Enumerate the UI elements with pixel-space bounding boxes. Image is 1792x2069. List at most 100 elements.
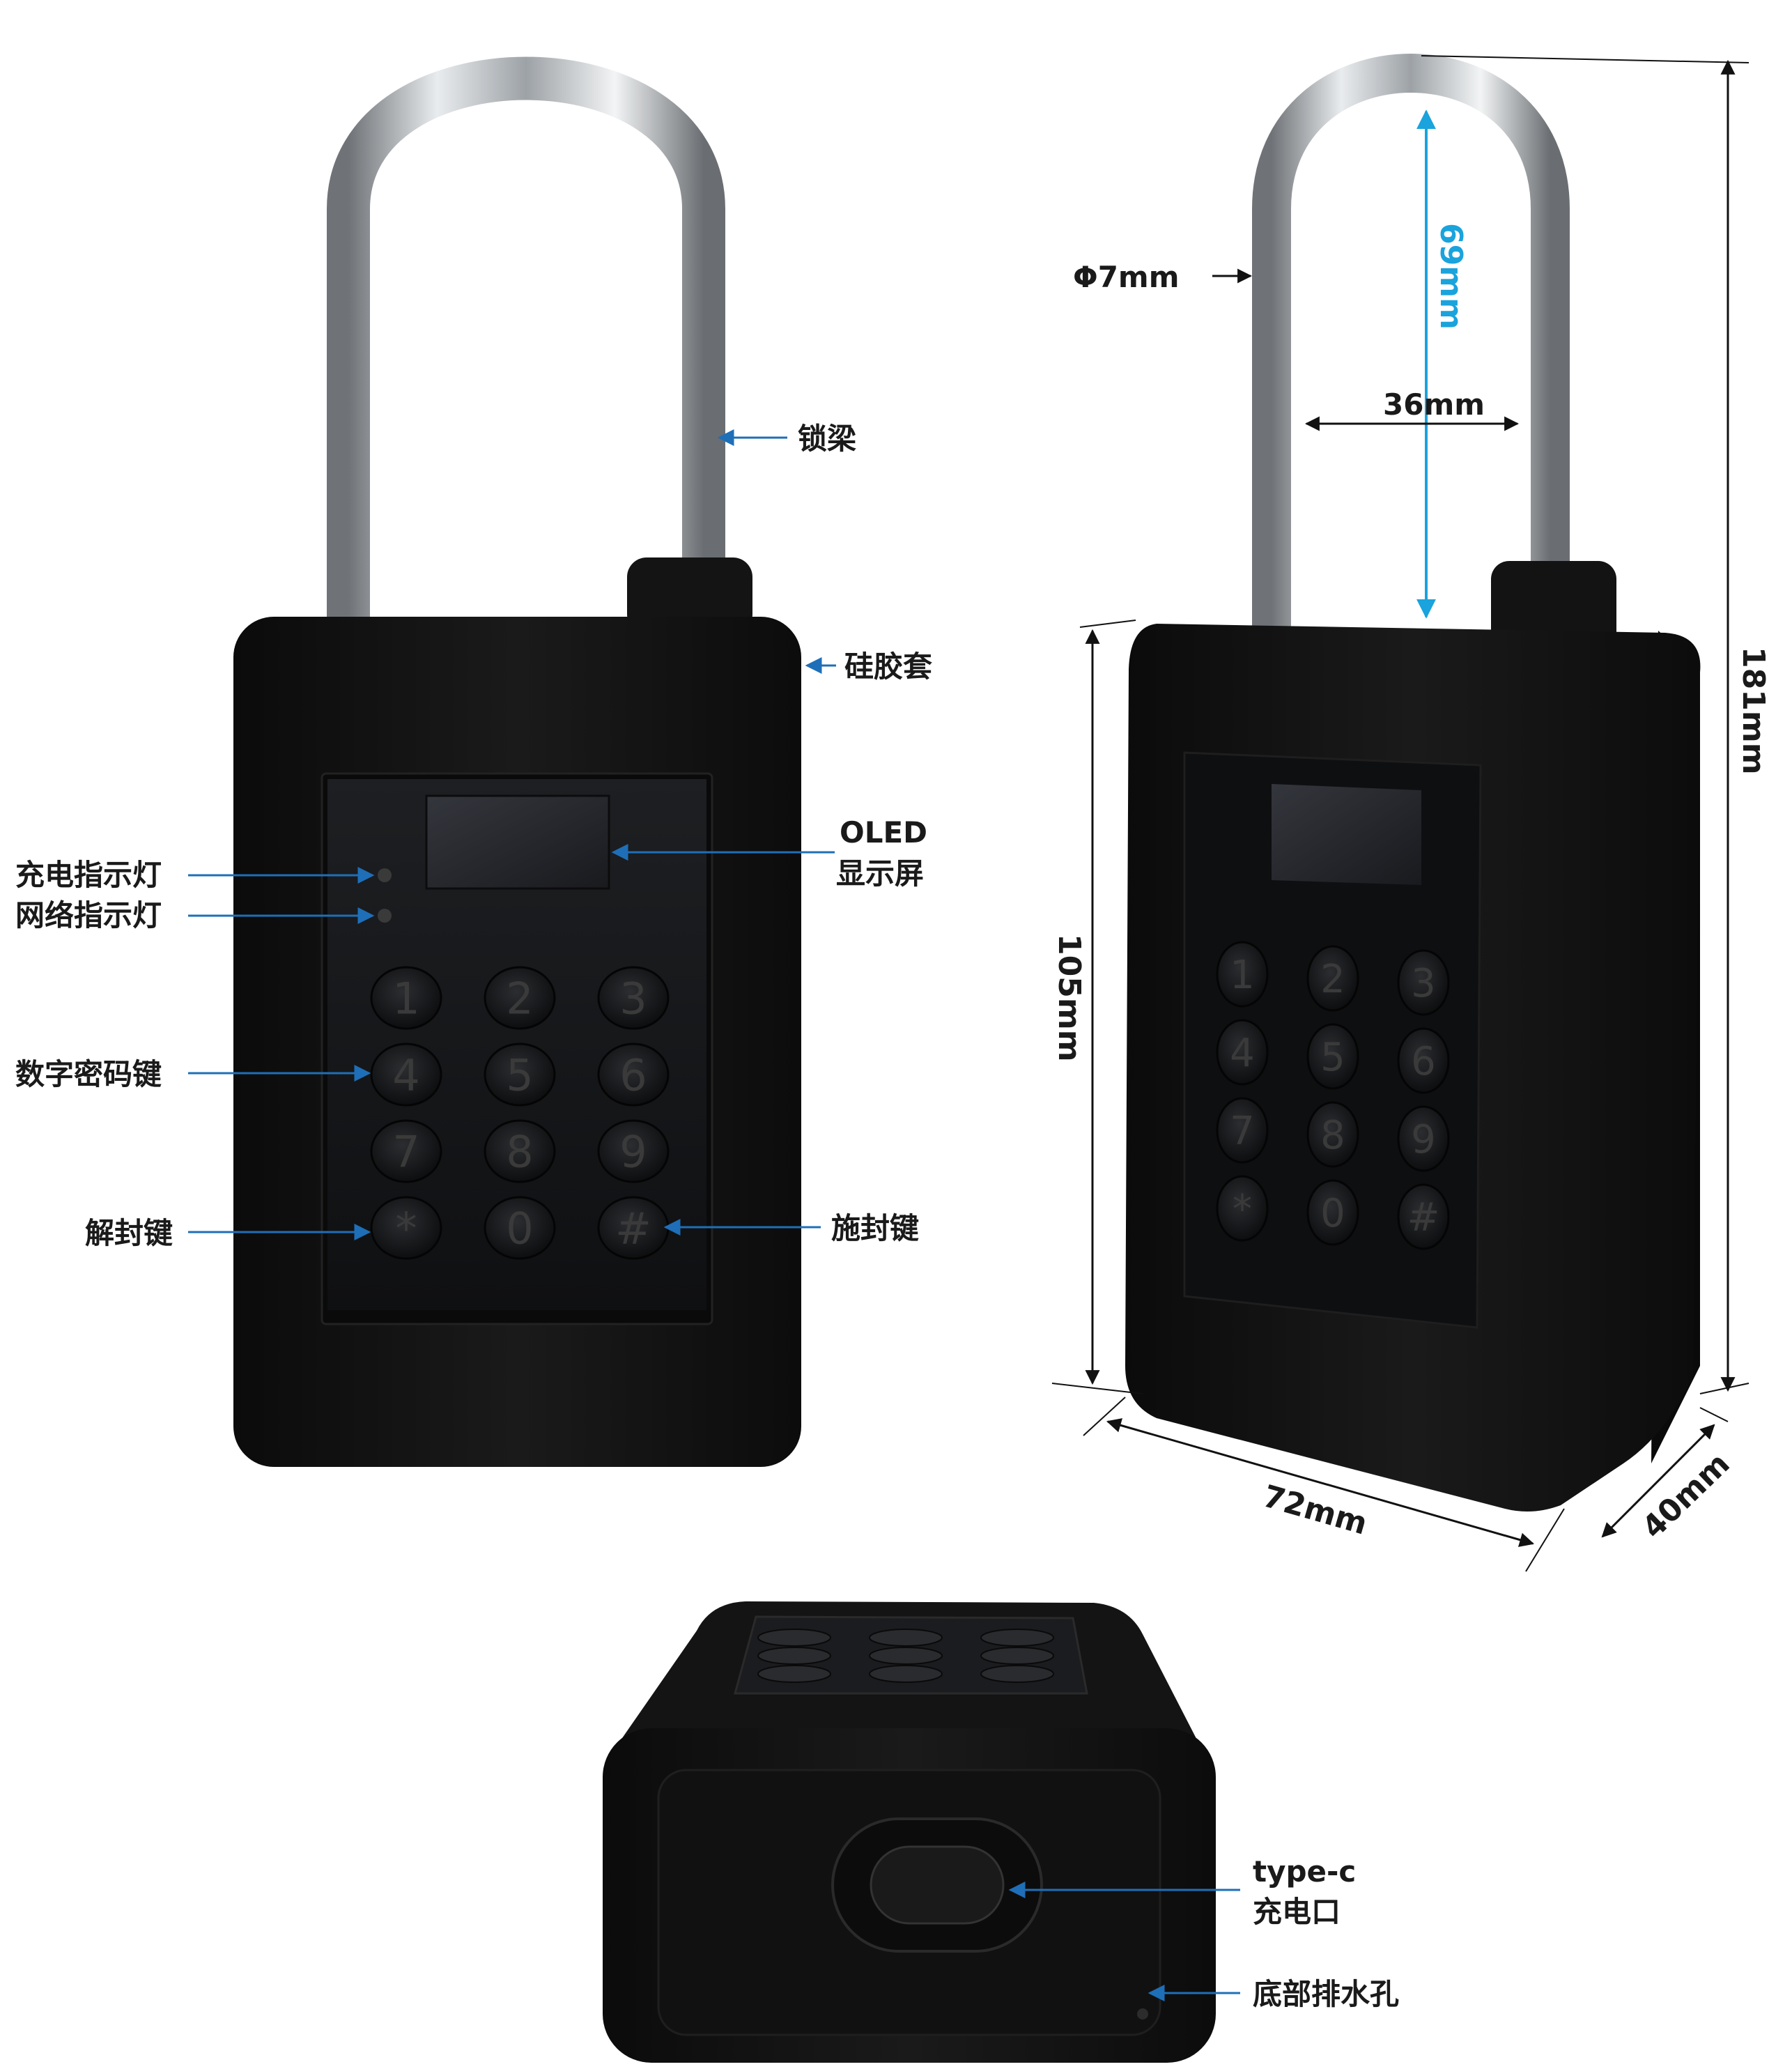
front-key-cap[interactable] (597, 1043, 670, 1107)
dim-shackle-width: 36mm (1383, 387, 1485, 422)
front-key-label: 2 (506, 973, 533, 1024)
side-shackle-collar (1491, 561, 1616, 652)
side-key-label: 3 (1411, 961, 1436, 1006)
side-key-cap[interactable] (1216, 1097, 1269, 1164)
bottom-key-row (980, 1665, 1054, 1683)
front-key-cap[interactable] (484, 1043, 556, 1107)
side-key-cap[interactable] (1306, 1179, 1359, 1246)
side-key-2[interactable]: 2 (1306, 945, 1359, 1012)
side-key-1[interactable]: 1 (1216, 941, 1269, 1008)
side-key-cap[interactable] (1397, 1183, 1450, 1250)
front-key-cap[interactable] (370, 966, 442, 1030)
side-key-label: # (1407, 1195, 1440, 1240)
side-key-label: * (1233, 1187, 1252, 1232)
front-key-7[interactable]: 7 (370, 1119, 442, 1183)
bottom-key-row (869, 1629, 943, 1647)
bottom-key-row (757, 1629, 831, 1647)
label-typec-line1: type-c (1253, 1854, 1356, 1889)
side-key-cap[interactable] (1216, 1175, 1269, 1242)
front-key-2[interactable]: 2 (484, 966, 556, 1030)
front-key-1[interactable]: 1 (370, 966, 442, 1030)
side-key-cap[interactable] (1397, 949, 1450, 1016)
front-key-8[interactable]: 8 (484, 1119, 556, 1183)
bottom-key-row (757, 1647, 831, 1665)
front-key-cap[interactable] (484, 1119, 556, 1183)
side-key-cap[interactable] (1306, 1023, 1359, 1090)
front-key-label: * (396, 1203, 417, 1254)
front-key-3[interactable]: 3 (597, 966, 670, 1030)
front-key-0[interactable]: 0 (484, 1196, 556, 1260)
label-keypad: 数字密码键 (15, 1057, 162, 1091)
side-key-cap[interactable] (1397, 1105, 1450, 1172)
label-seal-key: 施封键 (831, 1211, 919, 1245)
dim-shackle-diameter: Φ7mm (1073, 260, 1179, 294)
side-key-hash[interactable]: # (1397, 1183, 1450, 1250)
bottom-key-row (869, 1647, 943, 1665)
dim-body-height: 105mm (1051, 934, 1087, 1062)
dim-body-width: 72mm (1259, 1479, 1371, 1542)
side-key-label: 4 (1230, 1031, 1255, 1076)
side-key-5[interactable]: 5 (1306, 1023, 1359, 1090)
label-unseal-key: 解封键 (85, 1216, 173, 1250)
front-key-label: 6 (619, 1049, 647, 1100)
side-key-cap[interactable] (1216, 941, 1269, 1008)
front-charge-led (378, 868, 392, 882)
bottom-key-row (869, 1665, 943, 1683)
side-key-3[interactable]: 3 (1397, 949, 1450, 1016)
front-key-cap[interactable] (370, 1043, 442, 1107)
bottom-callouts: type-c 充电口 底部排水孔 (1008, 1854, 1399, 2011)
front-shackle-collar (627, 557, 752, 634)
dim-total-height: 181mm (1736, 647, 1771, 775)
front-key-cap[interactable] (597, 966, 670, 1030)
front-key-label: 0 (506, 1203, 533, 1254)
front-key-5[interactable]: 5 (484, 1043, 556, 1107)
front-key-hash[interactable]: # (597, 1196, 670, 1260)
side-shackle (1252, 54, 1570, 627)
side-lock: 1 2 3 4 5 6 7 8 9 * 0 # (1125, 54, 1701, 1512)
side-key-7[interactable]: 7 (1216, 1097, 1269, 1164)
typec-port (870, 1845, 1005, 1925)
front-key-6[interactable]: 6 (597, 1043, 670, 1107)
side-key-8[interactable]: 8 (1306, 1101, 1359, 1168)
label-oled-line2: 显示屏 (836, 856, 924, 891)
side-key-label: 7 (1230, 1109, 1255, 1154)
front-key-cap[interactable] (484, 966, 556, 1030)
front-key-cap[interactable] (484, 1196, 556, 1260)
label-charge-indicator: 充电指示灯 (15, 858, 162, 892)
side-key-label: 2 (1320, 957, 1345, 1002)
side-key-label: 1 (1230, 953, 1255, 998)
bottom-key-row (980, 1647, 1054, 1665)
side-key-label: 0 (1320, 1191, 1345, 1236)
side-key-cap[interactable] (1306, 945, 1359, 1012)
side-key-cap[interactable] (1306, 1101, 1359, 1168)
front-key-label: 1 (392, 973, 419, 1024)
front-key-star[interactable]: * (370, 1196, 442, 1260)
side-key-star[interactable]: * (1216, 1175, 1269, 1242)
label-typec-line2: 充电口 (1253, 1895, 1341, 1929)
label-silicone-cover: 硅胶套 (844, 649, 932, 684)
side-key-cap[interactable] (1216, 1019, 1269, 1086)
front-key-cap[interactable] (370, 1196, 442, 1260)
front-key-label: 7 (392, 1126, 419, 1177)
front-key-cap[interactable] (370, 1119, 442, 1183)
side-key-0[interactable]: 0 (1306, 1179, 1359, 1246)
front-key-cap[interactable] (597, 1119, 670, 1183)
front-key-9[interactable]: 9 (597, 1119, 670, 1183)
dim-body-depth: 40mm (1635, 1446, 1736, 1546)
front-callouts: 锁梁 硅胶套 OLED 显示屏 充电指示灯 网络指示灯 数字密码键 解封键 施封… (15, 422, 932, 1250)
side-key-cap[interactable] (1397, 1027, 1450, 1094)
front-network-led (378, 909, 392, 923)
side-key-6[interactable]: 6 (1397, 1027, 1450, 1094)
side-key-9[interactable]: 9 (1397, 1105, 1450, 1172)
front-key-4[interactable]: 4 (370, 1043, 442, 1107)
side-key-label: 9 (1411, 1117, 1436, 1162)
side-key-4[interactable]: 4 (1216, 1019, 1269, 1086)
front-key-label: 5 (506, 1049, 533, 1100)
side-key-label: 5 (1320, 1035, 1345, 1080)
side-key-label: 8 (1320, 1113, 1345, 1158)
bottom-key-row (980, 1629, 1054, 1647)
front-key-label: 4 (392, 1049, 419, 1100)
dim-shackle-clearance: 69mm (1433, 223, 1469, 330)
